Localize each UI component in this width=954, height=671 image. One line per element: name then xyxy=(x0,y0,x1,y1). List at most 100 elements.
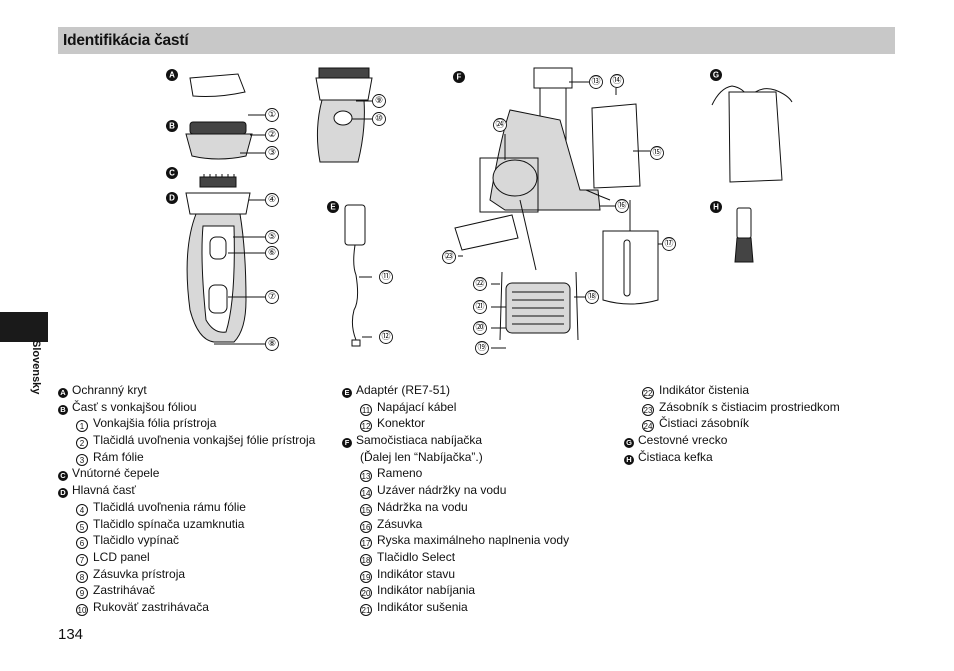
letter-b: B xyxy=(169,122,175,131)
svg-text:⑪: ⑪ xyxy=(381,271,390,282)
svg-text:②: ② xyxy=(268,130,276,140)
svg-text:⑬: ⑬ xyxy=(591,76,600,87)
svg-text:⑫: ⑫ xyxy=(381,331,390,342)
letter-badge-g: G xyxy=(710,69,722,81)
callout-14: ⑭ xyxy=(610,74,624,88)
callout-7: ⑦ xyxy=(265,290,279,304)
svg-text:㉑: ㉑ xyxy=(475,301,484,312)
callout-18: ⑱ xyxy=(585,290,599,304)
charger-detail-drawing xyxy=(499,199,579,341)
svg-text:⑰: ⑰ xyxy=(664,238,673,249)
letter-badge-b: B xyxy=(166,120,178,132)
svg-text:⑮: ⑮ xyxy=(652,147,661,158)
svg-text:⑲: ⑲ xyxy=(477,342,486,353)
page-number: 134 xyxy=(58,626,84,643)
cleaning-charger-drawing xyxy=(454,67,641,251)
callout-10: ⑩ xyxy=(372,112,386,126)
callout-13: ⑬ xyxy=(589,75,603,89)
leader-lines xyxy=(214,81,662,349)
letter-badge-f: F xyxy=(453,71,465,83)
parts-illustration: .ln { fill:none; stroke:#111; stroke-wid… xyxy=(166,67,793,355)
callout-21: ㉑ xyxy=(473,300,487,314)
svg-text:⑧: ⑧ xyxy=(268,339,276,349)
trimmer-drawing xyxy=(315,67,373,163)
legend-item: (Ďalej len “Nabíjačka”.) xyxy=(360,449,483,464)
letter-g: G xyxy=(713,71,719,80)
svg-text:㉓: ㉓ xyxy=(444,251,453,262)
letter-badge-d: D xyxy=(166,192,178,204)
inner-blades-drawing xyxy=(199,174,237,188)
callout-8: ⑧ xyxy=(265,337,279,351)
callout-11: ⑪ xyxy=(379,270,393,284)
callout-1: ① xyxy=(265,108,279,122)
callout-22: ㉒ xyxy=(473,277,487,291)
letter-f: F xyxy=(457,73,462,82)
callout-4: ④ xyxy=(265,193,279,207)
main-body-drawing xyxy=(185,192,251,343)
letter-d: D xyxy=(169,194,175,203)
svg-text:⑩: ⑩ xyxy=(375,114,383,124)
callout-15: ⑮ xyxy=(650,146,664,160)
letter-a: A xyxy=(169,71,175,80)
callout-23: ㉓ xyxy=(442,250,456,264)
callout-19: ⑲ xyxy=(475,341,489,355)
letter-badge-a: A xyxy=(166,69,178,81)
svg-text:㉒: ㉒ xyxy=(475,278,484,289)
callout-2: ② xyxy=(265,128,279,142)
callout-24: ㉔ xyxy=(493,118,507,132)
section-header: Identifikácia častí xyxy=(58,27,895,54)
svg-text:⑯: ⑯ xyxy=(617,200,626,211)
callout-20: ⑳ xyxy=(473,321,487,335)
svg-text:⑥: ⑥ xyxy=(268,248,276,258)
callout-5: ⑤ xyxy=(265,230,279,244)
outer-foil-drawing xyxy=(185,121,253,160)
letter-badge-c: C xyxy=(166,167,178,179)
svg-text:⑦: ⑦ xyxy=(268,292,276,302)
callout-17: ⑰ xyxy=(662,237,676,251)
callout-16: ⑯ xyxy=(615,199,629,213)
callout-12: ⑫ xyxy=(379,330,393,344)
svg-text:①: ① xyxy=(268,110,276,120)
callout-9: ⑨ xyxy=(372,94,386,108)
svg-text:⑭: ⑭ xyxy=(612,75,621,86)
callout-3: ③ xyxy=(265,146,279,160)
svg-text:⑨: ⑨ xyxy=(375,96,383,106)
protective-cap-drawing xyxy=(189,73,246,97)
cleaning-brush-drawing xyxy=(734,207,754,263)
section-title: Identifikácia častí xyxy=(63,32,189,49)
letter-badge-h: H xyxy=(710,201,722,213)
travel-pouch-drawing xyxy=(711,85,793,183)
